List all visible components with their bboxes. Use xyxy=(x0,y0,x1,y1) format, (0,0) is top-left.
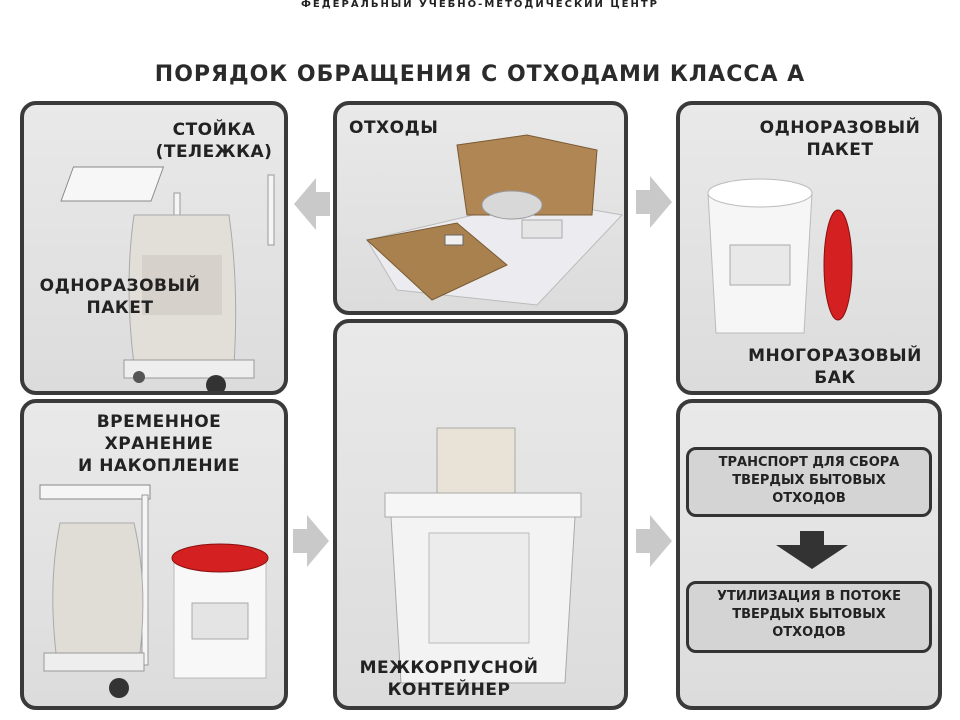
page-title: ПОРЯДОК ОБРАЩЕНИЯ С ОТХОДАМИ КЛАССА А xyxy=(154,62,806,87)
panel-container: МЕЖКОРПУСНОЙ КОНТЕЙНЕР xyxy=(333,319,628,710)
cart-with-bag-illustration xyxy=(60,166,275,391)
cart-label: СТОЙКА (ТЕЛЕЖКА) xyxy=(155,120,273,162)
bin-bag-label: ОДНОРАЗОВЫЙ ПАКЕТ xyxy=(759,118,921,160)
utilization-box: УТИЛИЗАЦИЯ В ПОТОКЕ ТВЕРДЫХ БЫТОВЫХ ОТХО… xyxy=(686,581,932,653)
waste-label: ОТХОДЫ xyxy=(349,118,439,138)
arrow-left-icon xyxy=(294,178,330,230)
bin-label: МНОГОРАЗОВЫЙ БАК xyxy=(748,346,922,388)
arrow-right-icon xyxy=(293,515,329,567)
panel-disposal: ТРАНСПОРТ ДЛЯ СБОРА ТВЕРДЫХ БЫТОВЫХ ОТХО… xyxy=(676,399,942,710)
organization-header: ФЕДЕРАЛЬНЫЙ УЧЕБНО-МЕТОДИЧЕСКИЙ ЦЕНТР xyxy=(301,0,659,10)
cart-bag-label: ОДНОРАЗОВЫЙ ПАКЕТ xyxy=(39,276,201,318)
storage-illustration xyxy=(39,484,269,698)
container-illustration xyxy=(384,427,582,684)
waste-pile-illustration xyxy=(365,134,624,306)
reusable-bin-illustration xyxy=(707,178,853,334)
down-arrow-icon xyxy=(776,531,848,569)
panel-waste: ОТХОДЫ xyxy=(333,101,628,315)
transport-box: ТРАНСПОРТ ДЛЯ СБОРА ТВЕРДЫХ БЫТОВЫХ ОТХО… xyxy=(686,447,932,517)
panel-storage: ВРЕМЕННОЕ ХРАНЕНИЕ И НАКОПЛЕНИЕ xyxy=(20,399,288,710)
panel-cart: СТОЙКА (ТЕЛЕЖКА) ОДНОРАЗОВЫЙ ПАКЕТ xyxy=(20,101,288,395)
arrow-right-icon xyxy=(636,515,672,567)
arrow-right-icon xyxy=(636,176,672,228)
container-label: МЕЖКОРПУСНОЙ КОНТЕЙНЕР xyxy=(359,658,539,700)
storage-label: ВРЕМЕННОЕ ХРАНЕНИЕ И НАКОПЛЕНИЕ xyxy=(78,412,240,476)
panel-bin: ОДНОРАЗОВЫЙ ПАКЕТ МНОГОРАЗОВЫЙ БАК xyxy=(676,101,942,395)
